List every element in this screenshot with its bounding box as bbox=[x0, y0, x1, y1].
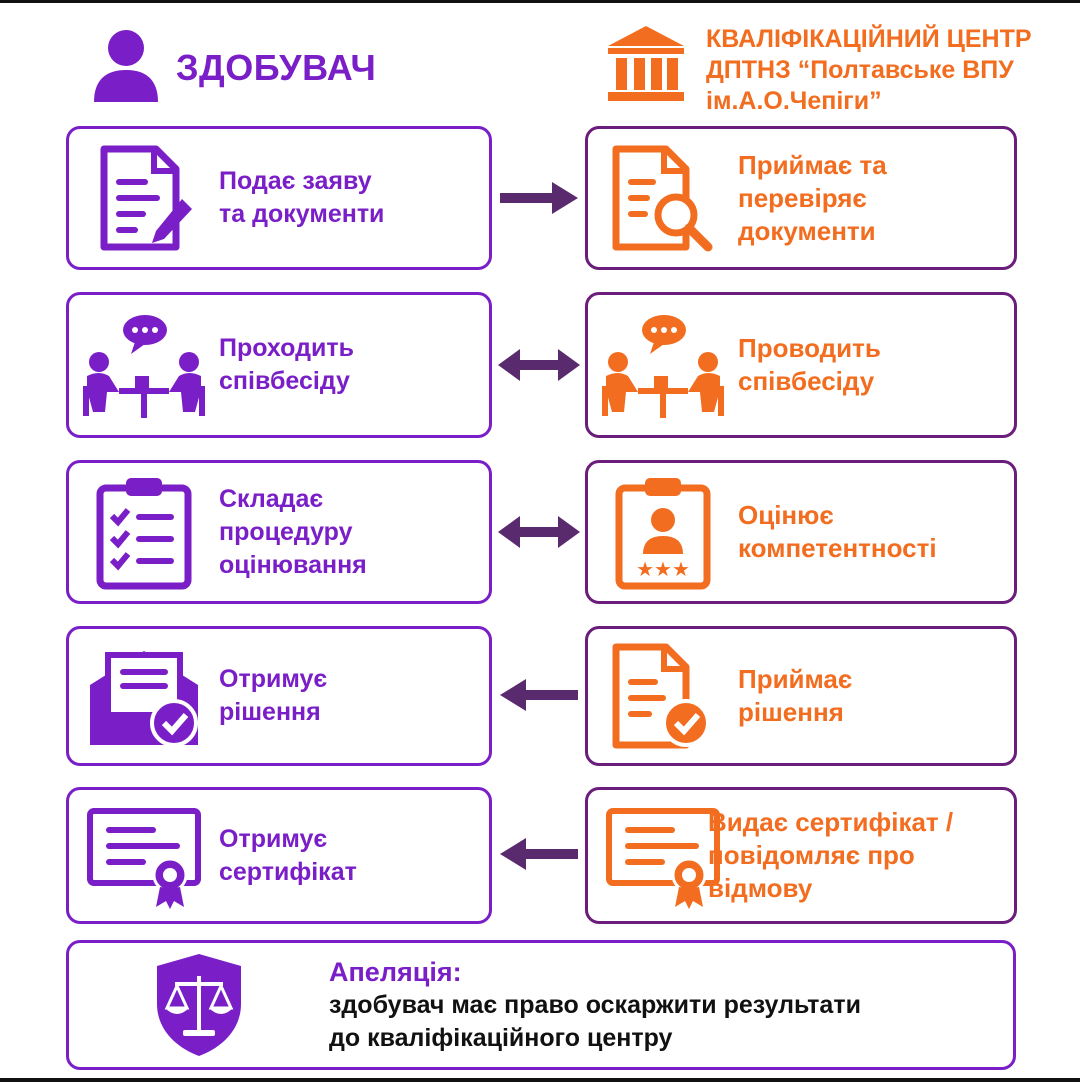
step-label: Приймає та перевіряє документи bbox=[738, 149, 887, 248]
center-title-line: ім.А.О.Чепіги” bbox=[706, 87, 882, 115]
arrow-left-icon bbox=[500, 838, 578, 870]
step-check-documents: Приймає та перевіряє документи bbox=[585, 126, 1017, 270]
center-title: КВАЛІФІКАЦІЙНИЙ ЦЕНТР ДПТНЗ “Полтавське … bbox=[706, 24, 1066, 117]
document-pen-icon bbox=[69, 143, 219, 253]
label-line: Проходить bbox=[219, 334, 354, 362]
svg-text:★★★: ★★★ bbox=[636, 557, 690, 581]
step-submit-application: Подає заяву та документи bbox=[66, 126, 492, 270]
label-line: Видає сертифікат / bbox=[708, 807, 954, 837]
certificate-icon bbox=[588, 801, 738, 911]
label-line: оцінювання bbox=[219, 550, 367, 579]
center-header: КВАЛІФІКАЦІЙНИЙ ЦЕНТР ДПТНЗ “Полтавське … bbox=[604, 24, 1066, 117]
label-line: відмову bbox=[708, 873, 813, 903]
arrow-left-icon bbox=[500, 679, 578, 711]
interview-icon bbox=[69, 310, 219, 420]
step-label: Проводить співбесіду bbox=[738, 332, 881, 398]
step-make-decision: Приймає рішення bbox=[585, 626, 1017, 766]
arrow-both-icon bbox=[498, 516, 580, 548]
step-issue-certificate: Видає сертифікат / повідомляє про відмов… bbox=[585, 787, 1017, 924]
label-line: Приймає та bbox=[738, 149, 887, 180]
label-line: та документи bbox=[219, 200, 385, 228]
justice-shield-icon bbox=[69, 950, 329, 1060]
appeal-line: до кваліфікаційного центру bbox=[329, 1024, 673, 1052]
step-label: Отримує рішення bbox=[219, 663, 327, 729]
center-title-line: ДПТНЗ “Полтавське ВПУ bbox=[706, 56, 1014, 84]
step-label: Складає процедуру оцінювання bbox=[219, 483, 367, 582]
step-label: Приймає рішення bbox=[738, 663, 852, 729]
envelope-check-icon bbox=[69, 641, 219, 751]
certificate-icon bbox=[69, 801, 219, 911]
label-line: Приймає bbox=[738, 664, 853, 694]
label-line: перевіряє bbox=[738, 182, 867, 213]
step-label: Видає сертифікат / повідомляє про відмов… bbox=[708, 806, 953, 905]
step-receive-decision: Отримує рішення bbox=[66, 626, 492, 766]
appeal-text: Апеляція: здобувач має право оскаржити р… bbox=[329, 955, 861, 1055]
arrow-both-icon bbox=[498, 349, 580, 381]
label-line: Подає заяву bbox=[219, 167, 372, 195]
user-icon bbox=[90, 28, 162, 107]
appeal-box: Апеляція: здобувач має право оскаржити р… bbox=[66, 940, 1016, 1070]
label-line: Отримує bbox=[219, 665, 328, 693]
step-receive-certificate: Отримує сертифікат bbox=[66, 787, 492, 924]
label-line: компетентності bbox=[738, 533, 937, 563]
applicant-title: ЗДОБУВАЧ bbox=[176, 46, 377, 88]
label-line: співбесіду bbox=[738, 366, 875, 396]
label-line: повідомляє про bbox=[708, 840, 915, 870]
document-magnifier-icon bbox=[588, 143, 738, 253]
step-assessment-procedure: Складає процедуру оцінювання bbox=[66, 460, 492, 604]
interview-icon bbox=[588, 310, 738, 420]
label-line: Оцінює bbox=[738, 500, 834, 530]
center-title-line: КВАЛІФІКАЦІЙНИЙ ЦЕНТР bbox=[706, 25, 1032, 53]
label-line: Отримує bbox=[219, 824, 328, 853]
label-line: сертифікат bbox=[219, 857, 357, 886]
label-line: процедуру bbox=[219, 517, 353, 546]
label-line: співбесіду bbox=[219, 367, 350, 395]
rating-clipboard-icon: ★★★ bbox=[588, 474, 738, 590]
label-line: Проводить bbox=[738, 333, 881, 363]
step-label: Подає заяву та документи bbox=[219, 165, 384, 231]
step-label: Оцінює компетентності bbox=[738, 499, 937, 565]
label-line: Складає bbox=[219, 484, 324, 513]
step-label: Отримує сертифікат bbox=[219, 823, 357, 889]
arrow-right-icon bbox=[500, 182, 578, 214]
step-evaluate-competence: ★★★ Оцінює компетентності bbox=[585, 460, 1017, 604]
checklist-clipboard-icon bbox=[69, 474, 219, 590]
applicant-header: ЗДОБУВАЧ bbox=[90, 28, 376, 107]
label-line: документи bbox=[738, 215, 876, 246]
appeal-title: Апеляція: bbox=[329, 957, 462, 987]
institution-building-icon bbox=[604, 24, 688, 109]
step-label: Проходить співбесіду bbox=[219, 332, 354, 398]
bottom-border bbox=[0, 1078, 1080, 1082]
step-conduct-interview: Проводить співбесіду bbox=[585, 292, 1017, 438]
step-pass-interview: Проходить співбесіду bbox=[66, 292, 492, 438]
top-border bbox=[0, 0, 1080, 3]
label-line: рішення bbox=[219, 698, 321, 726]
document-check-icon bbox=[588, 641, 738, 751]
appeal-line: здобувач має право оскаржити результати bbox=[329, 991, 861, 1019]
label-line: рішення bbox=[738, 697, 844, 727]
